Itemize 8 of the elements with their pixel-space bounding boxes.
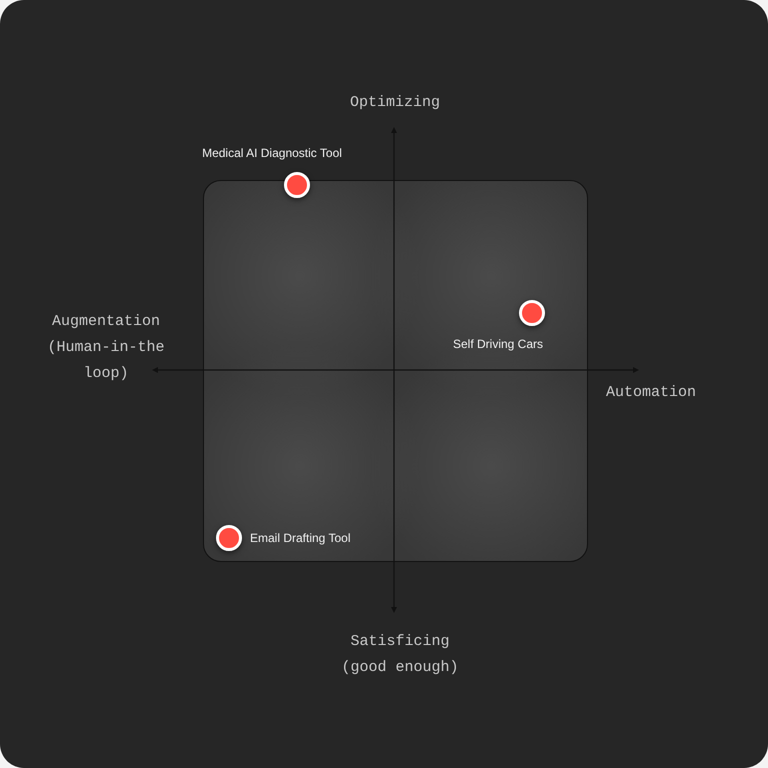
axis-label: Automation: [606, 383, 698, 403]
point-label: Self Driving Cars: [452, 336, 544, 352]
data-point: [284, 172, 310, 198]
point-label: Email Drafting Tool: [250, 530, 350, 546]
point-label: Medical AI Diagnostic Tool: [202, 145, 342, 161]
axis-label: Optimizing: [348, 93, 441, 113]
axis-label: Satisficing (good enough): [340, 632, 460, 678]
axis-label: Augmentation (Human-in-the loop): [46, 312, 166, 384]
